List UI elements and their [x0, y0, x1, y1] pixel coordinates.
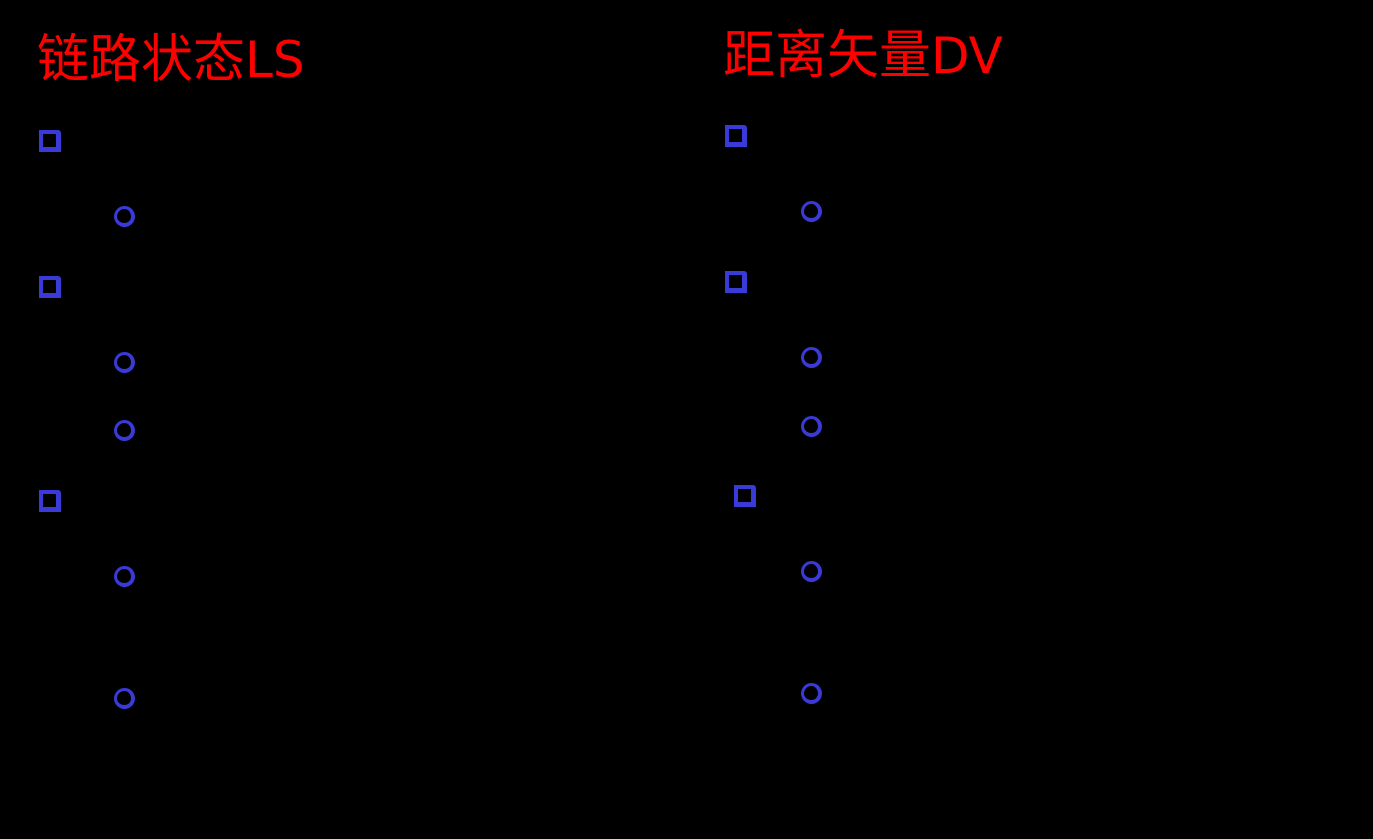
- square-bullet-icon: [39, 130, 61, 152]
- circle-bullet-icon: [801, 201, 822, 222]
- circle-bullet-icon: [801, 683, 822, 704]
- title-latin: LS: [245, 31, 305, 89]
- square-bullet-icon: [734, 485, 756, 507]
- square-bullet-icon: [725, 271, 747, 293]
- title-chinese: 距离矢量: [723, 26, 932, 86]
- square-bullet-icon: [39, 276, 61, 298]
- circle-bullet-icon: [801, 347, 822, 368]
- square-bullet-icon: [39, 490, 61, 512]
- circle-bullet-icon: [114, 688, 135, 709]
- circle-bullet-icon: [114, 420, 135, 441]
- title-latin: DV: [931, 27, 1003, 85]
- title-chinese: 链路状态: [37, 30, 246, 90]
- square-bullet-icon: [725, 125, 747, 147]
- circle-bullet-icon: [801, 416, 822, 437]
- circle-bullet-icon: [114, 566, 135, 587]
- left-column-title: 链路状态LS: [37, 30, 305, 90]
- right-column-title: 距离矢量DV: [723, 26, 1003, 86]
- circle-bullet-icon: [114, 206, 135, 227]
- circle-bullet-icon: [114, 352, 135, 373]
- circle-bullet-icon: [801, 561, 822, 582]
